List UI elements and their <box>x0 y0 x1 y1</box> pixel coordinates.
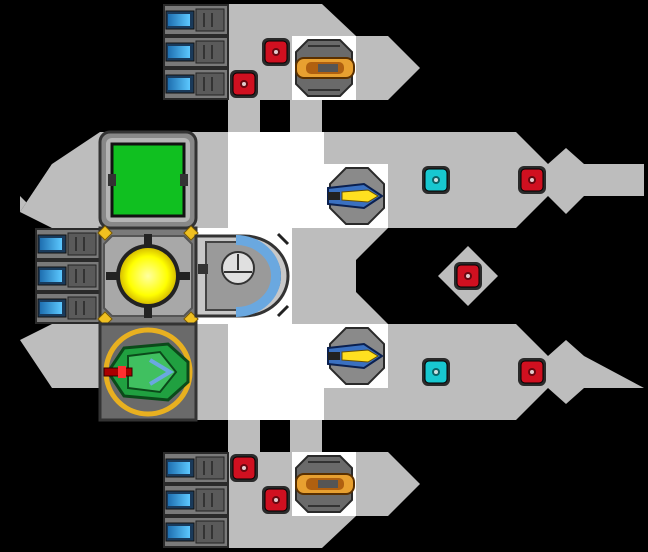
cyan-node-icon <box>422 166 450 194</box>
thruster-icon <box>35 292 101 324</box>
red-node-icon <box>230 70 258 98</box>
thruster-icon <box>163 452 229 484</box>
shield-generator <box>194 232 290 318</box>
red-node-icon <box>438 246 498 306</box>
cyan-node-icon <box>422 358 450 386</box>
red-node-icon <box>518 166 546 194</box>
thruster-banks <box>35 4 229 548</box>
gun-turret-icon <box>295 455 355 513</box>
thruster-icon <box>35 228 101 260</box>
gun-turret-icon <box>295 39 355 97</box>
red-node-icon <box>262 486 290 514</box>
sensor-panel <box>98 130 198 230</box>
thruster-icon <box>35 260 101 292</box>
gun-turrets <box>295 39 355 513</box>
thruster-icon <box>163 516 229 548</box>
red-node-icon <box>262 38 290 66</box>
thruster-icon <box>163 36 229 68</box>
red-node-icon <box>518 358 546 386</box>
system-nodes <box>230 38 546 514</box>
laser-turrets <box>327 167 385 385</box>
reactor-core <box>97 225 199 327</box>
laser-turret-icon <box>327 327 385 385</box>
thruster-icon <box>163 4 229 36</box>
drone-bay <box>98 322 198 422</box>
thruster-icon <box>163 484 229 516</box>
laser-turret-icon <box>327 167 385 225</box>
thruster-icon <box>163 68 229 100</box>
red-node-icon <box>230 454 258 482</box>
